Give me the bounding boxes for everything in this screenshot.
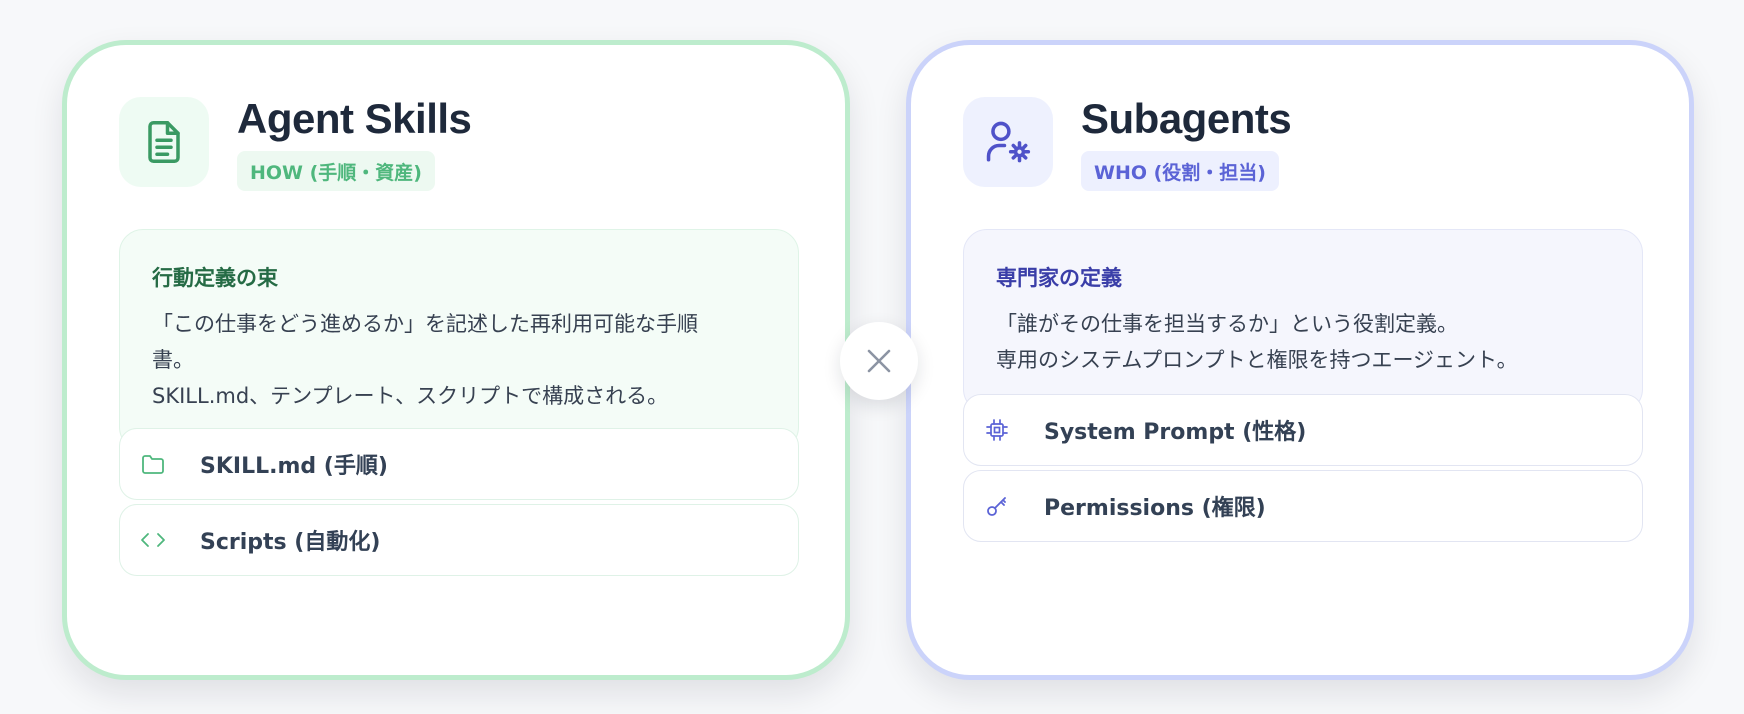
code-icon <box>140 527 166 553</box>
feature-item-system-prompt: System Prompt (性格) <box>963 394 1643 466</box>
feature-item-skill-md: SKILL.md (手順) <box>119 428 799 500</box>
feature-label: Scripts (自動化) <box>200 530 381 555</box>
description-line: 「この仕事をどう進めるか」を記述した再利用可能な手順 <box>152 312 698 336</box>
close-icon <box>840 322 918 400</box>
card-title: Agent Skills <box>237 95 472 142</box>
document-icon <box>119 97 209 187</box>
folder-icon <box>140 451 166 477</box>
card-title: Subagents <box>1081 95 1292 142</box>
description-line: 専用のシステムプロンプトと権限を持つエージェント。 <box>996 348 1518 372</box>
feature-item-permissions: Permissions (権限) <box>963 470 1643 542</box>
key-icon <box>984 493 1010 519</box>
description-line: SKILL.md、テンプレート、スクリプトで構成される。 <box>152 384 669 408</box>
description-box: 行動定義の束 「この仕事をどう進めるか」を記述した再利用可能な手順 書。 SKI… <box>119 229 799 451</box>
description-heading: 行動定義の束 <box>152 266 278 290</box>
user-gear-icon <box>963 97 1053 187</box>
description-line: 「誰がその仕事を担当するか」という役割定義。 <box>996 312 1458 336</box>
description-line: 書。 <box>152 348 194 372</box>
role-badge: HOW (手順・資産) <box>237 151 435 191</box>
feature-label: SKILL.md (手順) <box>200 454 388 479</box>
feature-item-scripts: Scripts (自動化) <box>119 504 799 576</box>
description-heading: 専門家の定義 <box>996 266 1122 290</box>
feature-label: Permissions (権限) <box>1044 496 1266 521</box>
description-box: 専門家の定義 「誰がその仕事を担当するか」という役割定義。 専用のシステムプロン… <box>963 229 1643 413</box>
chip-icon <box>984 417 1010 443</box>
feature-label: System Prompt (性格) <box>1044 420 1307 445</box>
agent-skills-card: Agent Skills HOW (手順・資産) 行動定義の束 「この仕事をどう… <box>62 40 850 680</box>
subagents-card: Subagents WHO (役割・担当) 専門家の定義 「誰がその仕事を担当す… <box>906 40 1694 680</box>
role-badge: WHO (役割・担当) <box>1081 151 1279 191</box>
